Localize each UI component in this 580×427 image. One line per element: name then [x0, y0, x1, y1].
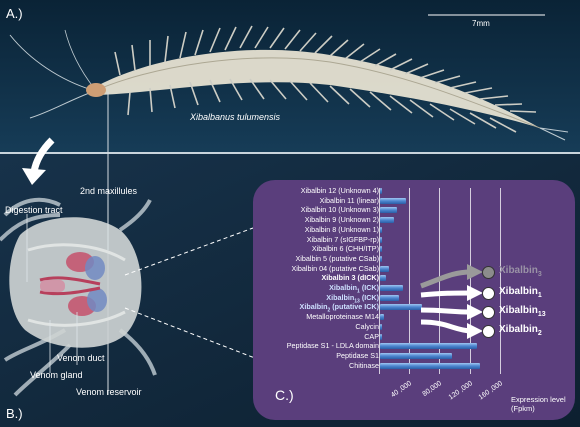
bar — [380, 323, 382, 330]
bar — [380, 314, 384, 321]
category-label: Xibalbin 3 (dICK) — [321, 273, 380, 283]
scale-bar-label: 7mm — [472, 19, 490, 28]
bar — [380, 343, 477, 350]
label-venom-reservoir: Venom reservoir — [76, 387, 142, 397]
category-label: Xibalbin 7 (sIGFBP-rp) — [306, 234, 379, 244]
bar — [380, 197, 407, 204]
anatomy-pointer-lines — [26, 200, 109, 373]
category-label: Xibalbin 5 (putative CSab) — [295, 253, 379, 263]
panel-b-label: B.) — [6, 406, 23, 421]
category-label: Peptidase S1 — [336, 350, 379, 360]
category-label: Xibalbin13 (ICK) — [326, 292, 379, 305]
bar — [380, 294, 399, 301]
category-label: Chitinase — [349, 360, 379, 370]
category-label: Xibalbin2 (putative ICK) — [299, 302, 379, 314]
category-label: Calycin — [355, 321, 379, 331]
bar — [380, 285, 403, 291]
bar — [380, 226, 382, 233]
gridline — [409, 188, 411, 375]
output-label: Xibalbin13 — [499, 305, 546, 318]
bar — [380, 265, 390, 272]
expression-chart-panel: Xibalbin 12 (Unknown 4)Xibalbin 11 (line… — [253, 180, 575, 420]
panel-a-label: A.) — [6, 6, 23, 21]
bar — [380, 333, 382, 340]
category-label: Xibalbin 04 (putative CSab) — [291, 263, 380, 273]
bar — [380, 236, 382, 243]
y-axis-line — [379, 188, 380, 375]
zoom-line-top — [124, 227, 254, 276]
bar — [380, 207, 397, 214]
output-arrows — [420, 264, 483, 339]
bar — [380, 255, 382, 262]
output-marker — [482, 306, 495, 319]
category-label: Xibalbin 11 (linear) — [319, 195, 379, 205]
bar — [380, 304, 422, 311]
curved-arrow — [30, 137, 55, 173]
output-marker — [482, 266, 495, 279]
output-label: Xibalbin2 — [499, 324, 542, 337]
output-marker — [482, 287, 495, 300]
remipede-illustration — [9, 25, 569, 141]
output-label: Xibalbin1 — [499, 286, 542, 299]
output-marker — [482, 325, 495, 338]
category-label: Xibalbin1 (ICK) — [329, 283, 379, 295]
head-closeup-illustration — [0, 197, 157, 397]
category-label: CAP — [364, 331, 379, 341]
label-maxillules: 2nd maxillules — [80, 186, 138, 196]
label-venom-duct: Venom duct — [57, 353, 105, 363]
output-label: Xibalbin3 — [499, 265, 542, 278]
category-label: Metalloproteinase M14 — [306, 312, 379, 322]
category-label: Xibalbin 10 (Unknown 3) — [300, 205, 379, 215]
bar — [380, 362, 481, 369]
bar — [380, 352, 452, 359]
curved-arrow-head — [22, 168, 46, 185]
zoom-line-bottom — [124, 307, 261, 361]
label-venom-gland: Venom gland — [30, 370, 83, 380]
panel-c-label: C.) — [275, 387, 294, 403]
category-label: Peptidase S1 - LDLA domain — [286, 341, 379, 351]
bar — [380, 217, 394, 224]
bar — [380, 188, 382, 194]
gridline — [499, 188, 501, 375]
category-label: Xibalbin 8 (Unknown 1) — [304, 224, 379, 234]
bar — [380, 246, 382, 253]
label-digestion-tract: Digestion tract — [5, 205, 63, 215]
category-label: Xibalbin 9 (Unknown 2) — [304, 215, 379, 225]
x-axis-label: Expression level (Fpkm) — [511, 395, 566, 413]
panel-divider — [0, 152, 580, 154]
category-label: Xibalbin 12 (Unknown 4) — [300, 186, 379, 195]
category-label: Xibalbin 6 (CHH/ITP) — [311, 244, 379, 254]
bar — [380, 275, 387, 282]
gridline — [469, 188, 471, 375]
species-name: Xibalbanus tulumensis — [190, 112, 281, 122]
